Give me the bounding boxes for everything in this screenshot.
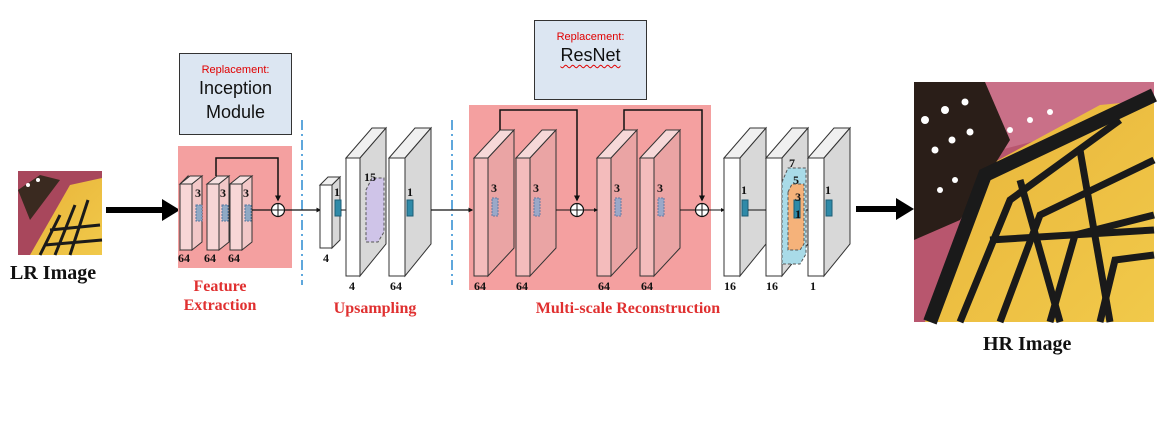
reconstruction-kernel-label: 3: [657, 181, 663, 195]
feature-kernel-block: [195, 204, 252, 222]
output-channel-label: 1: [810, 279, 816, 293]
upsampling-kernel-label: 1: [407, 185, 413, 199]
upsampling-layer-3: [387, 126, 433, 278]
upsampling-kernel-block: [406, 199, 414, 217]
feature-kernel-label: 3: [195, 186, 201, 200]
output-kernel-label: 1: [825, 183, 831, 197]
feature-extraction-caption: Feature Extraction: [168, 277, 272, 315]
upsampling-channel-label: 64: [390, 279, 402, 293]
hr-image-label: HR Image: [983, 333, 1072, 355]
reconstruction-channel-label: 64: [516, 279, 528, 293]
feature-channel-label: 64: [204, 251, 216, 265]
upsampling-channel-label: 4: [349, 279, 355, 293]
upsampling-kernel-label: 1: [334, 185, 340, 199]
feature-caption-line2: Extraction: [183, 297, 257, 314]
upsampling-kernel-block: [334, 199, 342, 217]
output-kernel-label: 1: [795, 207, 801, 221]
upsampling-deconv-kernel: [365, 177, 385, 243]
multiscale-kernel-stack: [781, 167, 807, 265]
replacement-text: Module: [205, 102, 266, 122]
output-channel-label: 16: [724, 279, 736, 293]
reconstruction-skip-connection: [499, 109, 580, 202]
output-kernel-label: 7: [789, 156, 795, 170]
lr-image: [18, 171, 103, 256]
feature-channel-label: 64: [228, 251, 240, 265]
output-kernel-label: 1: [741, 183, 747, 197]
reconstruction-channel-label: 64: [474, 279, 486, 293]
input-arrow: [106, 199, 180, 221]
reconstruction-channel-label: 64: [641, 279, 653, 293]
upsampling-kernel-label: 15: [364, 170, 376, 184]
reconstruction-kernel-label: 3: [491, 181, 497, 195]
output-kernel-block: [741, 199, 749, 217]
output-kernel-label: 5: [793, 173, 799, 187]
upsampling-caption: Upsampling: [333, 300, 417, 317]
reconstruction-caption: Multi-scale Reconstruction: [535, 300, 721, 317]
output-kernel-label: 3: [795, 190, 801, 204]
output-arrow: [856, 198, 914, 220]
sum-node: [270, 202, 286, 218]
output-kernel-block: [825, 199, 833, 217]
feature-kernel-label: 3: [243, 186, 249, 200]
upsampling-layer-1: [318, 175, 342, 250]
replacement-text: Inception: [198, 78, 273, 98]
replacement-label: Replacement:: [201, 64, 270, 76]
reconstruction-kernel-label: 3: [614, 181, 620, 195]
reconstruction-kernel-block: [491, 197, 665, 217]
replacement-label: Replacement:: [556, 31, 625, 43]
hr-image: [914, 82, 1157, 325]
feature-kernel-label: 3: [220, 186, 226, 200]
sum-node: [569, 202, 585, 218]
reconstruction-replacement-box: Replacement: ResNet: [534, 20, 647, 100]
feature-channel-label: 64: [178, 251, 190, 265]
reconstruction-kernel-label: 3: [533, 181, 539, 195]
feature-replacement-box: Replacement: Inception Module: [179, 53, 292, 135]
reconstruction-skip-connection: [623, 109, 705, 202]
feature-layer: [178, 174, 254, 252]
output-layer: [722, 126, 852, 278]
reconstruction-layer: [472, 128, 682, 278]
lr-image-label: LR Image: [10, 262, 97, 284]
sum-node: [694, 202, 710, 218]
reconstruction-channel-label: 64: [598, 279, 610, 293]
upsampling-channel-label: 4: [323, 251, 329, 265]
feature-caption-line1: Feature: [193, 278, 247, 295]
feature-skip-connection: [215, 157, 281, 202]
output-channel-label: 16: [766, 279, 778, 293]
replacement-text: ResNet: [560, 45, 621, 65]
